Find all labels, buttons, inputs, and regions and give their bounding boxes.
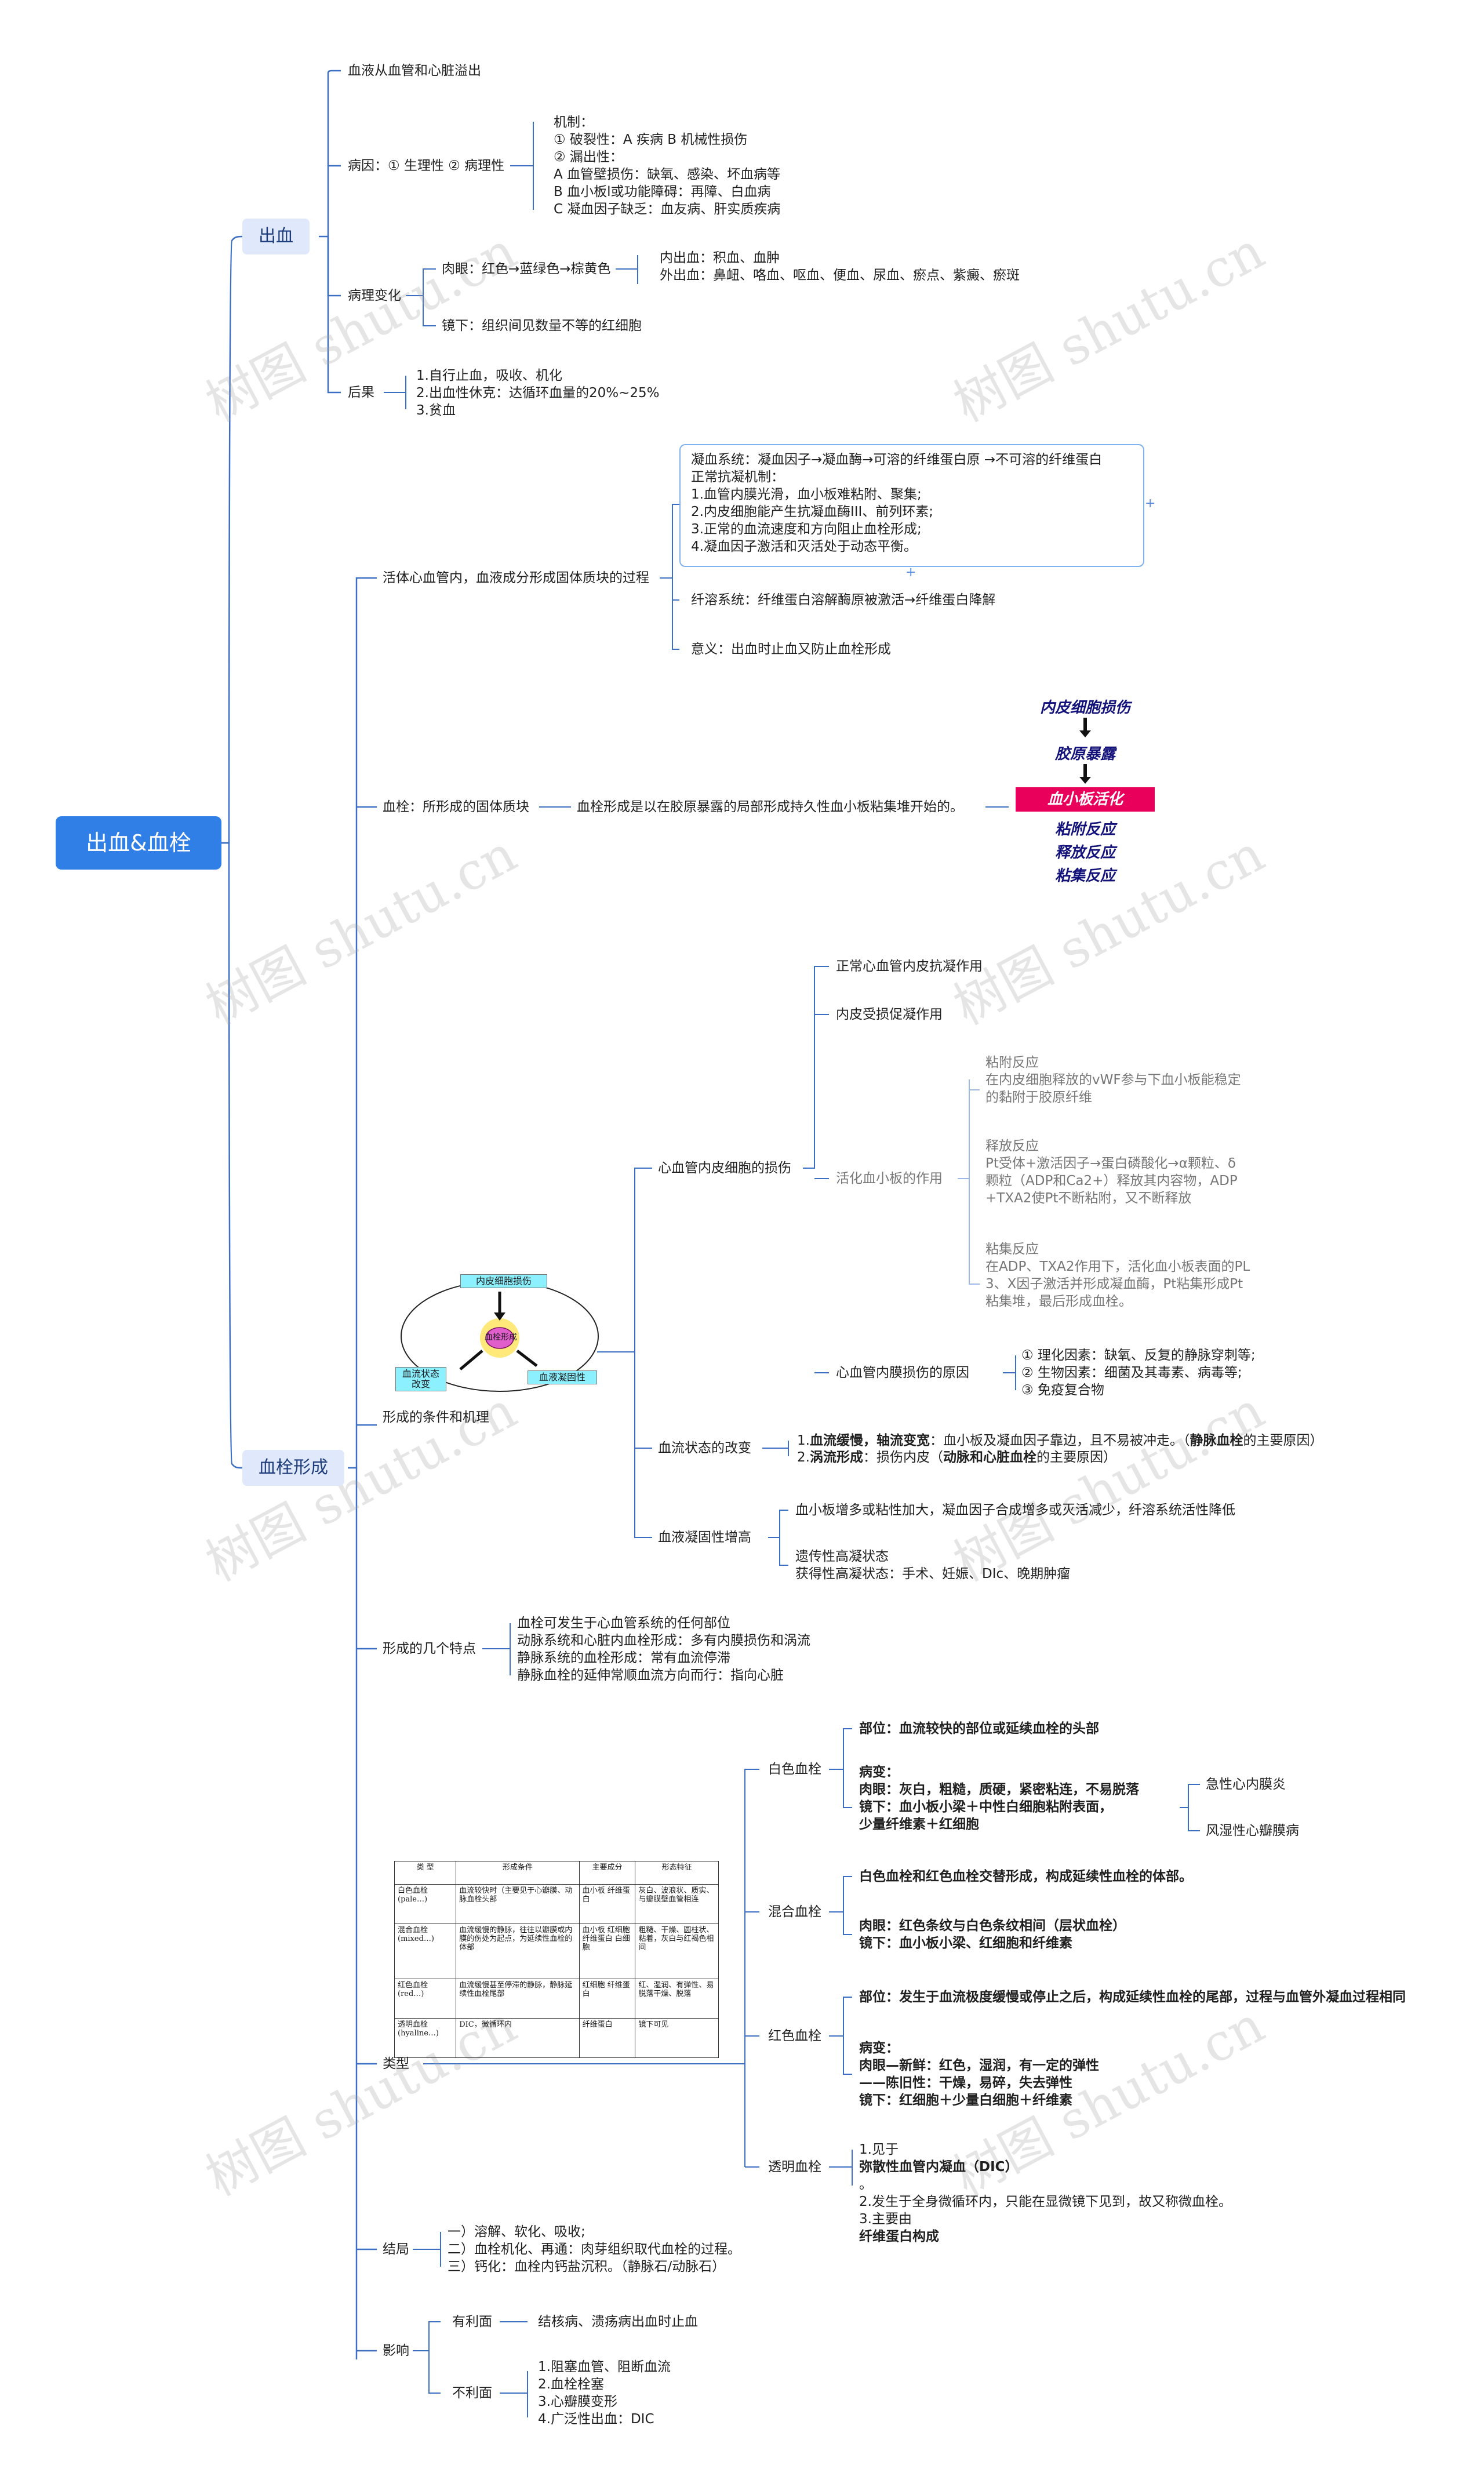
root-node[interactable]: 出血&血栓	[56, 816, 221, 870]
red-lesion[interactable]: 病变：肉眼—新鲜：红色，湿润，有一定的弹性 ——陈旧性：干燥，易碎，失去弹性镜下…	[859, 2041, 1099, 2108]
adhesion-reaction[interactable]: 粘附反应在内皮细胞释放的vWF参与下血小板能稳定的黏附于胶原纤维	[985, 1055, 1241, 1105]
outcome[interactable]: 结局	[383, 2242, 409, 2257]
hypercoag-1[interactable]: 血小板增多或粘性加大，凝血因子合成增多或灭活减少，纤溶系统活性降低	[795, 1503, 1235, 1518]
gross-detail[interactable]: 内出血：积血、血肿外出血：鼻衄、咯血、呕血、便血、尿血、瘀点、紫癜、瘀斑	[660, 250, 1020, 283]
thrombus-type-table: 类 型 形成条件 主要成分 形态特征 白色血栓 (pale…)血流较快时（主要见…	[394, 1860, 719, 2058]
table-row: 混合血栓 (mixed…)血流缓慢的静脉，往往以瓣膜或内膜的伤处为起点，为延续性…	[394, 1924, 719, 1980]
platelet-role[interactable]: 活化血小板的作用	[836, 1171, 943, 1186]
hypercoag-2[interactable]: 遗传性高凝状态获得性高凝状态：手术、妊娠、DIc、晚期肿瘤	[795, 1549, 1071, 1581]
triad-label: 血栓形成	[485, 1333, 517, 1342]
features[interactable]: 形成的几个特点	[383, 1641, 476, 1656]
flow-step: 血小板活化	[1016, 787, 1155, 812]
significance[interactable]: 意义：出血时止血又防止血栓形成	[691, 642, 891, 657]
flow-step: 粘集反应	[1054, 867, 1115, 885]
bleeding-definition[interactable]: 血液从血管和心脏溢出	[348, 63, 481, 78]
arrow-down-icon	[1079, 718, 1091, 737]
flow-step: 内皮细胞损伤	[1039, 699, 1130, 717]
table-row: 红色血栓 (red…)血流缓慢甚至停滞的静脉，静脉延续性血栓尾部红细胞 纤维蛋白…	[394, 1979, 719, 2019]
coagulation-text: 凝血系统：凝血因子→凝血酶→可溶的纤维蛋白原 →不可溶的纤维蛋白正常抗凝机制： …	[691, 452, 1103, 554]
feature-list[interactable]: 血栓可发生于心血管系统的任何部位动脉系统和心脏内血栓形成：多有内膜损伤和涡流 静…	[517, 1616, 810, 1683]
table-header: 形态特征	[635, 1860, 719, 1885]
effect-good[interactable]: 有利面	[452, 2314, 492, 2329]
white-thrombus[interactable]: 白色血栓	[768, 1762, 821, 1777]
damaged-procoag[interactable]: 内皮受损促凝作用	[836, 1007, 943, 1022]
bleeding-mechanism[interactable]: 机制：① 破裂性：A 疾病 B 机械性损伤 ② 漏出性：A 血管壁损伤：缺氧、感…	[554, 115, 781, 217]
thrombus-desc[interactable]: 血栓形成是以在胶原暴露的局部形成持久性血小板粘集堆开始的。	[577, 799, 963, 815]
fibrinolysis[interactable]: 纤溶系统：纤维蛋白溶解酶原被激活→纤维蛋白降解	[691, 592, 996, 608]
white-site[interactable]: 部位：血流较快的部位或延续血栓的头部	[859, 1721, 1099, 1736]
table-header: 类 型	[394, 1860, 457, 1885]
table-header: 主要成分	[579, 1860, 636, 1885]
white-example[interactable]: 急性心内膜炎	[1206, 1777, 1286, 1792]
flow-step: 释放反应	[1054, 844, 1115, 861]
expand-icon[interactable]: +	[905, 565, 916, 580]
consequence[interactable]: 后果	[348, 385, 374, 400]
effect-bad[interactable]: 不利面	[452, 2386, 492, 2401]
branch-thrombosis[interactable]: 血栓形成	[242, 1450, 344, 1486]
effect-good-detail[interactable]: 结核病、溃疡病出血时止血	[538, 2314, 698, 2329]
platelet-flow-image: 内皮细胞损伤 胶原暴露 血小板活化 粘附反应 释放反应 粘集反应	[1016, 696, 1155, 893]
triad-label: 内皮细胞损伤	[460, 1274, 547, 1288]
microscopic[interactable]: 镜下：组织间见数量不等的红细胞	[442, 318, 642, 333]
outcome-list[interactable]: 一）溶解、软化、吸收;二）血栓机化、再通：肉芽组织取代血栓的过程。三）钙化：血栓…	[448, 2224, 741, 2274]
injury-cause-list[interactable]: ① 理化因素：缺氧、反复的静脉穿刺等;② 生物因素：细菌及其毒素、病毒等;③ 免…	[1021, 1348, 1256, 1398]
gross-appearance[interactable]: 肉眼：红色→蓝绿色→棕黄色	[442, 261, 611, 277]
endothelial-injury[interactable]: 心血管内皮细胞的损伤	[658, 1161, 791, 1176]
arrow-down-icon	[1079, 764, 1091, 784]
white-lesion[interactable]: 病变：肉眼：灰白，粗糙，质硬，紧密粘连，不易脱落 镜下：血小板小梁＋中性白细胞粘…	[859, 1765, 1139, 1832]
branch-bleeding[interactable]: 出血	[242, 219, 310, 254]
red-site[interactable]: 部位：发生于血流极度缓慢或停止之后，构成延续性血栓的尾部，过程与血管外凝血过程相…	[859, 1990, 1406, 2005]
pathology-change[interactable]: 病理变化	[348, 288, 401, 303]
triad-label: 血流状态改变	[395, 1367, 446, 1391]
types[interactable]: 类型	[383, 2056, 409, 2071]
aggregation-reaction[interactable]: 粘集反应在ADP、TXA2作用下，活化血小板表面的PL 3、X因子激活并形成凝血…	[985, 1242, 1250, 1309]
coagulation-box[interactable]	[679, 444, 1144, 567]
injury-causes[interactable]: 心血管内膜损伤的原因	[836, 1365, 969, 1380]
normal-anticoag[interactable]: 正常心血管内皮抗凝作用	[836, 959, 983, 974]
flow-step: 胶原暴露	[1054, 746, 1115, 763]
flow-state-2[interactable]: 2.涡流形成：损伤内皮（动脉和心脏血栓的主要原因）	[797, 1450, 1116, 1465]
effects[interactable]: 影响	[383, 2343, 409, 2358]
expand-icon[interactable]: +	[1145, 496, 1156, 511]
hypercoagulability[interactable]: 血液凝固性增高	[658, 1530, 751, 1545]
mixed-lesion[interactable]: 肉眼：红色条纹与白色条纹相间（层状血栓）镜下：血小板小梁、红细胞和纤维素	[859, 1918, 1126, 1951]
flow-state-1[interactable]: 1.血流缓慢，轴流变宽：血小板及凝血因子靠边，且不易被冲走。（静脉血栓的主要原因…	[797, 1433, 1323, 1448]
virchow-triad-image: 内皮细胞损伤 血栓形成 血流状态改变 血液凝固性	[395, 1264, 604, 1403]
hyaline-thrombus[interactable]: 透明血栓	[768, 2159, 821, 2175]
mixed-desc[interactable]: 白色血栓和红色血栓交替形成，构成延续性血栓的体部。	[859, 1869, 1192, 1884]
thrombosis-definition[interactable]: 活体心血管内，血液成分形成固体质块的过程	[383, 570, 649, 586]
white-example[interactable]: 风湿性心瓣膜病	[1206, 1823, 1299, 1838]
conditions-mechanism[interactable]: 形成的条件和机理	[383, 1410, 489, 1425]
mixed-thrombus[interactable]: 混合血栓	[768, 1904, 821, 1919]
flow-state-change[interactable]: 血流状态的改变	[658, 1441, 751, 1456]
table-header: 形成条件	[456, 1860, 580, 1885]
red-thrombus[interactable]: 红色血栓	[768, 2028, 821, 2044]
flow-step: 粘附反应	[1054, 821, 1115, 838]
table-row: 透明血栓 (hyaline…)DIC，微循环内纤维蛋白镜下可见	[394, 2018, 719, 2058]
bleeding-cause[interactable]: 病因：① 生理性 ② 病理性	[348, 158, 505, 173]
triad-label: 血液凝固性	[528, 1370, 597, 1384]
thrombus-definition[interactable]: 血栓：所形成的固体质块	[383, 799, 529, 815]
table-row: 白色血栓 (pale…)血流较快时（主要见于心瓣膜、动脉血栓头部血小板 纤维蛋白…	[394, 1884, 719, 1925]
hyaline-list[interactable]: 1.见于弥散性血管内凝血（DIC）。 2.发生于全身微循环内，只能在显微镜下见到…	[859, 2142, 1232, 2244]
